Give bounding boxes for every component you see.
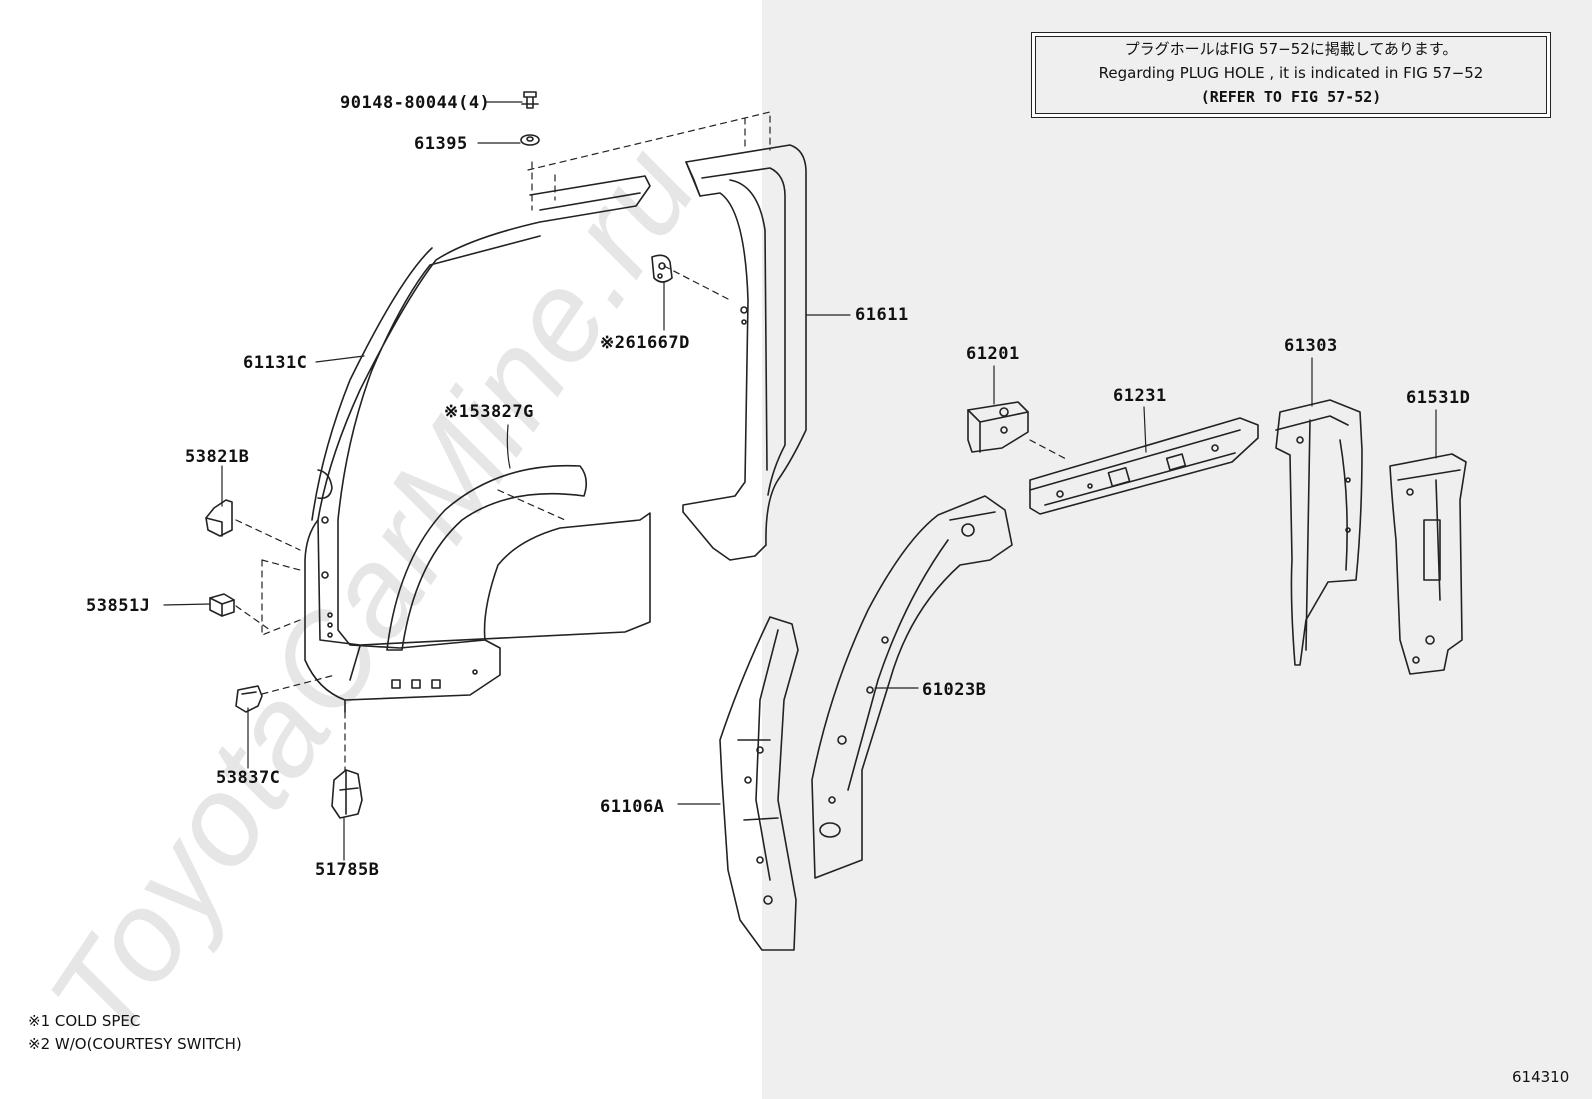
label-61231[interactable]: 61231 — [1113, 386, 1167, 406]
label-53821B[interactable]: 53821B — [185, 447, 250, 467]
part-61395-washer[interactable] — [520, 134, 540, 146]
label-61131C[interactable]: 61131C — [243, 353, 308, 373]
note-line-japanese: プラグホールはFIG 57−52に掲載してあります。 — [1124, 40, 1458, 58]
part-61131C[interactable] — [304, 175, 651, 713]
footnote-courtesy-switch: ※2 W/O(COURTESY SWITCH) — [28, 1035, 242, 1053]
part-53837C[interactable] — [235, 685, 263, 713]
label-53851J[interactable]: 53851J — [86, 596, 151, 616]
part-61303[interactable] — [1275, 399, 1363, 666]
label-61106A[interactable]: 61106A — [600, 797, 665, 817]
part-61611[interactable] — [682, 144, 807, 561]
part-53821B[interactable] — [205, 499, 233, 537]
label-61023B[interactable]: 61023B — [922, 680, 987, 700]
leader-lines — [163, 101, 1437, 861]
label-61395[interactable]: 61395 — [414, 134, 468, 154]
label-61303[interactable]: 61303 — [1284, 336, 1338, 356]
part-61106A[interactable] — [719, 616, 799, 951]
label-61531D[interactable]: 61531D — [1406, 388, 1471, 408]
label-53827G[interactable]: ※153827G — [444, 402, 534, 422]
label-51785B[interactable]: 51785B — [315, 860, 380, 880]
label-61667D[interactable]: ※261667D — [600, 333, 690, 353]
assembly-lines — [235, 111, 1069, 771]
part-53827G[interactable] — [386, 464, 588, 651]
note-line-english: Regarding PLUG HOLE , it is indicated in… — [1098, 64, 1484, 82]
right-background-panel — [762, 0, 1592, 1099]
part-51785B[interactable] — [331, 769, 363, 819]
part-61023B[interactable] — [811, 495, 1013, 879]
part-53851J[interactable] — [209, 593, 235, 617]
figure-number: 614310 — [1512, 1068, 1570, 1086]
part-61531D[interactable] — [1389, 453, 1467, 675]
part-61201[interactable] — [967, 401, 1029, 453]
footnote-cold-spec: ※1 COLD SPEC — [28, 1012, 141, 1030]
note-line-reference[interactable]: (REFER TO FIG 57-52) — [1200, 88, 1382, 106]
label-61201[interactable]: 61201 — [966, 344, 1020, 364]
part-61231[interactable] — [1029, 417, 1259, 515]
label-90148-80044[interactable]: 90148-80044(4) — [340, 93, 491, 113]
plug-hole-note: プラグホールはFIG 57−52に掲載してあります。 Regarding PLU… — [1035, 36, 1547, 114]
part-90148-bolt[interactable] — [521, 91, 539, 109]
label-61611[interactable]: 61611 — [855, 305, 909, 325]
label-53837C[interactable]: 53837C — [216, 768, 281, 788]
